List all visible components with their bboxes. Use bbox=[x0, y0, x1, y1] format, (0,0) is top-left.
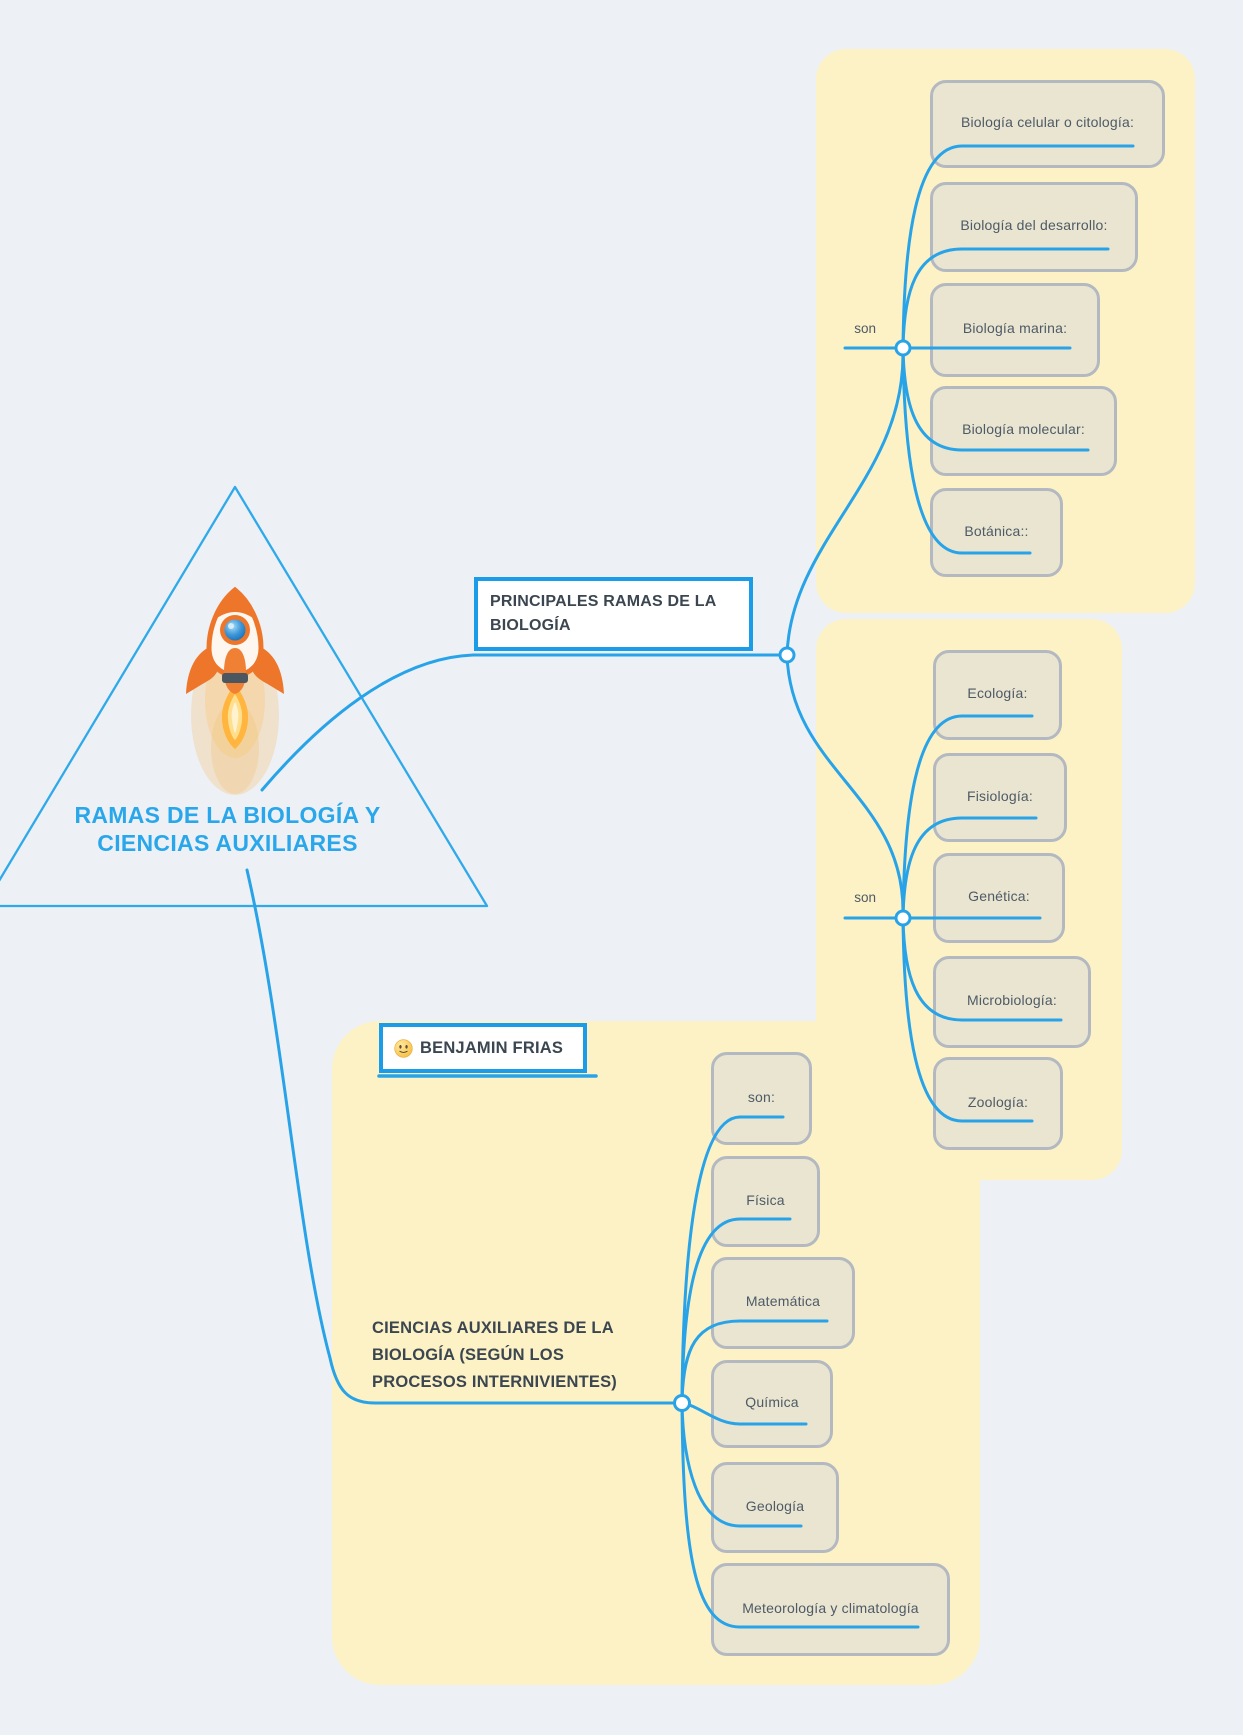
node-label: Zoología: bbox=[967, 1093, 1029, 1110]
node-ecologia[interactable]: Ecología: bbox=[933, 650, 1062, 740]
branch-toggle-ciencias[interactable] bbox=[673, 1394, 691, 1412]
topic-principales-label: PRINCIPALES RAMAS DE LA BIOLOGÍA bbox=[490, 593, 716, 634]
node-biologia-molecular[interactable]: Biología molecular: bbox=[930, 386, 1117, 476]
node-label: Física bbox=[746, 1191, 785, 1208]
node-matematica[interactable]: Matemática bbox=[711, 1257, 855, 1349]
branch-toggle-group1[interactable] bbox=[894, 339, 912, 357]
branch-toggle-principales[interactable] bbox=[778, 646, 796, 664]
node-biologia-celular-o-citologia[interactable]: Biología celular o citología: bbox=[930, 80, 1165, 168]
node-biologia-marina[interactable]: Biología marina: bbox=[930, 283, 1100, 377]
node-biologia-del-desarrollo[interactable]: Biología del desarrollo: bbox=[930, 182, 1138, 272]
node-label: Biología del desarrollo: bbox=[960, 217, 1108, 233]
node-botanica[interactable]: Botánica:: bbox=[930, 488, 1063, 577]
topic-principales-ramas[interactable]: PRINCIPALES RAMAS DE LA BIOLOGÍA bbox=[474, 577, 753, 651]
branch-toggle-group2[interactable] bbox=[894, 909, 912, 927]
rocket-icon bbox=[186, 586, 284, 795]
node-label: son: bbox=[747, 1088, 776, 1105]
node-zoologia[interactable]: Zoología: bbox=[933, 1057, 1063, 1150]
node-label: Matemática bbox=[745, 1293, 821, 1309]
node-label: Genética: bbox=[968, 888, 1030, 904]
node-fisiologia[interactable]: Fisiología: bbox=[933, 753, 1067, 842]
node-label: Microbiología: bbox=[967, 992, 1057, 1008]
node-label: Meteorología y climatología bbox=[742, 1599, 919, 1616]
author-name: BENJAMIN FRIAS bbox=[420, 1038, 564, 1057]
node-label: Geología bbox=[745, 1497, 805, 1514]
author-topic[interactable]: BENJAMIN FRIAS bbox=[379, 1023, 587, 1073]
smiley-icon bbox=[394, 1038, 413, 1058]
connector-label-son-1[interactable]: son bbox=[854, 321, 876, 336]
central-topic-title[interactable]: RAMAS DE LA BIOLOGÍA Y CIENCIAS AUXILIAR… bbox=[74, 802, 381, 856]
node-geologia[interactable]: Geología bbox=[711, 1462, 839, 1553]
node-label: Biología molecular: bbox=[962, 421, 1085, 437]
node-label: Botánica:: bbox=[964, 522, 1029, 539]
node-meteorologia-y-climatologia[interactable]: Meteorología y climatología bbox=[711, 1563, 950, 1656]
topic-ciencias-auxiliares[interactable]: CIENCIAS AUXILIARES DE LA BIOLOGÍA (SEGÚ… bbox=[372, 1319, 618, 1391]
node-quimica[interactable]: Química bbox=[711, 1360, 833, 1448]
node-label: Fisiología: bbox=[966, 787, 1033, 804]
node-son[interactable]: son: bbox=[711, 1052, 812, 1145]
node-label: Química bbox=[745, 1394, 799, 1410]
node-label: Biología marina: bbox=[962, 320, 1068, 336]
connector-label-son-2[interactable]: son bbox=[854, 890, 876, 905]
node-label: Biología celular o citología: bbox=[960, 114, 1135, 130]
node-label: Ecología: bbox=[967, 685, 1028, 701]
node-microbiologia[interactable]: Microbiología: bbox=[933, 956, 1091, 1048]
node-fisica[interactable]: Física bbox=[711, 1156, 820, 1247]
node-genetica[interactable]: Genética: bbox=[933, 853, 1065, 943]
